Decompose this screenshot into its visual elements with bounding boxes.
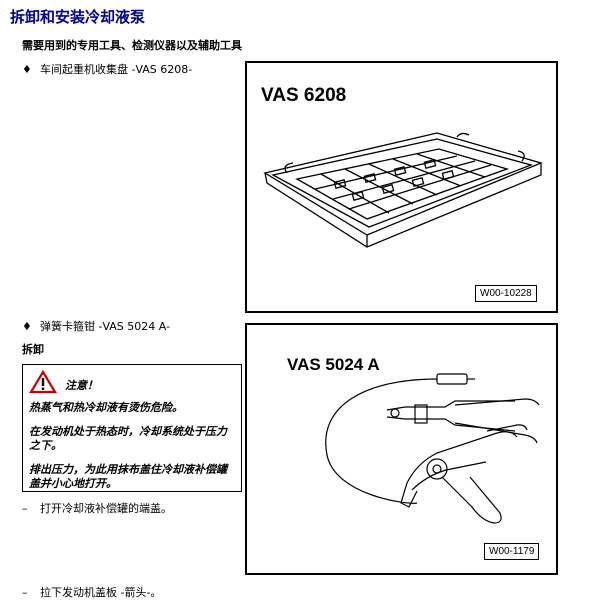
tool-item-label: 车间起重机收集盘 -VAS 6208- (40, 63, 193, 76)
figure-number: W00-10228 (475, 285, 537, 302)
figure-number: W00-1179 (484, 543, 540, 560)
page-title: 拆卸和安装冷却液泵 (10, 8, 146, 26)
warning-box: 注意！ 热蒸气和热冷却液有烫伤危险。 在发动机处于热态时，冷却系统处于压力之下。… (22, 364, 242, 492)
figure-vas6208: VAS 6208 (245, 61, 558, 313)
step-label: 拉下发动机盖板 -箭头-。 (40, 586, 162, 599)
figure-vas5024a: VAS 5024 A W00-1179 (245, 323, 558, 575)
tool-item-label: 弹簧卡箍钳 -VAS 5024 A- (40, 320, 171, 333)
tools-heading: 需要用到的专用工具、检测仪器以及辅助工具 (22, 39, 242, 52)
step-remove-cover: –拉下发动机盖板 -箭头-。 (22, 584, 161, 600)
spring-clamp-pliers-drawing (325, 373, 540, 524)
bullet-dash: – (22, 586, 28, 599)
section-heading-removal: 拆卸 (22, 343, 44, 356)
step-open-cap: –打开冷却液补偿罐的端盖。 (22, 500, 172, 516)
tool-item-vas5024a: ♦ 弹簧卡箍钳 -VAS 5024 A- (22, 318, 170, 334)
warning-line: 排出压力，为此用抹布盖住冷却液补偿罐盖并小心地打开。 (29, 463, 227, 490)
figure-label: VAS 5024 A (287, 355, 380, 374)
warning-text: 热蒸气和热冷却液有烫伤危险。 在发动机处于热态时，冷却系统处于压力之下。 排出压… (29, 401, 235, 501)
tool-item-vas6208: ♦ 车间起重机收集盘 -VAS 6208- (22, 61, 192, 77)
warning-line: 热蒸气和热冷却液有烫伤危险。 (29, 401, 183, 414)
step-label: 打开冷却液补偿罐的端盖。 (40, 502, 172, 515)
warning-label: 注意！ (65, 379, 98, 392)
warning-triangle-icon (29, 369, 57, 397)
bullet-diamond-icon: ♦ (22, 320, 32, 333)
bullet-dash: – (22, 502, 28, 515)
drip-tray-drawing (263, 132, 543, 248)
bullet-diamond-icon: ♦ (22, 63, 32, 76)
warning-line: 在发动机处于热态时，冷却系统处于压力之下。 (29, 425, 227, 452)
figure-label: VAS 6208 (261, 85, 347, 106)
